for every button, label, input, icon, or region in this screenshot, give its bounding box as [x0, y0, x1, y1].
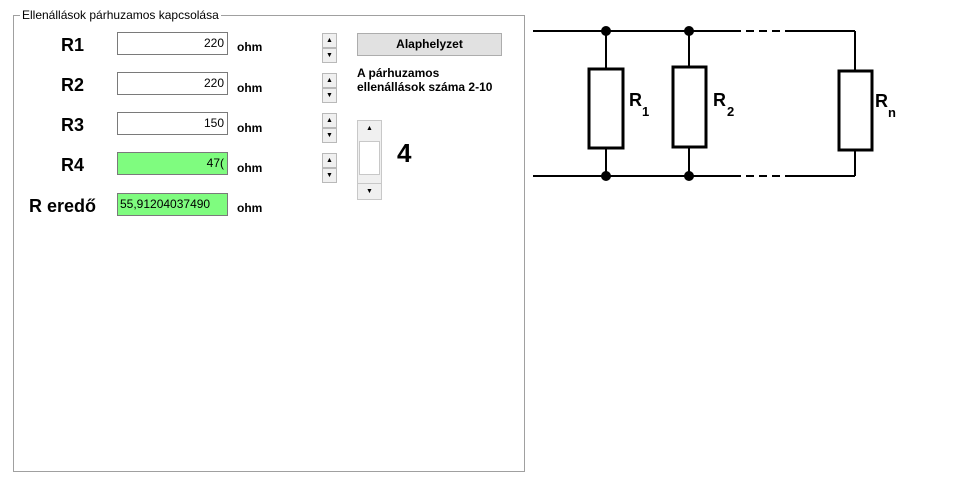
scroll-thumb[interactable] [359, 141, 380, 175]
spin-up-icon[interactable]: ▲ [322, 113, 337, 128]
result-label: R eredő [29, 196, 97, 216]
reset-button[interactable]: Alaphelyzet [357, 33, 502, 56]
group-title: Ellenállások párhuzamos kapcsolása [20, 8, 221, 22]
resistor-group-box [13, 15, 525, 472]
spin-up-icon[interactable]: ▲ [322, 73, 337, 88]
r1-input[interactable]: 220 [117, 32, 228, 55]
r4-unit: ohm [237, 161, 263, 175]
r4-spinner[interactable]: ▲ ▼ [322, 153, 337, 183]
junction-dot [601, 26, 611, 36]
scroll-down-icon[interactable]: ▼ [358, 183, 381, 199]
junction-dot [601, 171, 611, 181]
r4-label: R4 [61, 155, 85, 175]
count-description: A párhuzamos ellenállások száma 2-10 [357, 66, 493, 94]
junction-dot [684, 26, 694, 36]
r1-diagram-letter: R [629, 90, 642, 110]
r1-label: R1 [61, 35, 85, 55]
r1-spinner[interactable]: ▲ ▼ [322, 33, 337, 63]
spin-down-icon[interactable]: ▼ [322, 48, 337, 63]
r3-input[interactable]: 150 [117, 112, 228, 135]
result-field: 55,91204037490 [117, 193, 228, 216]
r3-unit: ohm [237, 121, 263, 135]
r2-diagram-sub: 2 [727, 104, 734, 119]
resistor-1-symbol [587, 67, 625, 150]
resistor-n-symbol [837, 69, 874, 152]
r1-unit: ohm [237, 40, 263, 54]
resistor-2-symbol [671, 65, 708, 149]
rn-diagram-letter: R [875, 91, 888, 111]
r2-label: R2 [61, 75, 85, 95]
r2-diagram-letter: R [713, 90, 726, 110]
r3-spinner[interactable]: ▲ ▼ [322, 113, 337, 143]
resistor-count: 4 [397, 138, 412, 168]
r2-unit: ohm [237, 81, 263, 95]
r4-input[interactable]: 47( [117, 152, 228, 175]
junction-dot [684, 171, 694, 181]
spin-up-icon[interactable]: ▲ [322, 153, 337, 168]
spin-down-icon[interactable]: ▼ [322, 88, 337, 103]
r1-diagram-sub: 1 [642, 104, 649, 119]
count-scrollbar[interactable]: ▲ ▼ [357, 120, 382, 200]
spin-up-icon[interactable]: ▲ [322, 33, 337, 48]
scroll-up-icon[interactable]: ▲ [358, 121, 381, 137]
rn-diagram-sub: n [888, 105, 896, 120]
spin-down-icon[interactable]: ▼ [322, 128, 337, 143]
r2-input[interactable]: 220 [117, 72, 228, 95]
r3-label: R3 [61, 115, 85, 135]
parallel-circuit-diagram: R 1 R 2 R n [533, 26, 896, 181]
result-unit: ohm [237, 201, 263, 215]
spin-down-icon[interactable]: ▼ [322, 168, 337, 183]
r2-spinner[interactable]: ▲ ▼ [322, 73, 337, 103]
